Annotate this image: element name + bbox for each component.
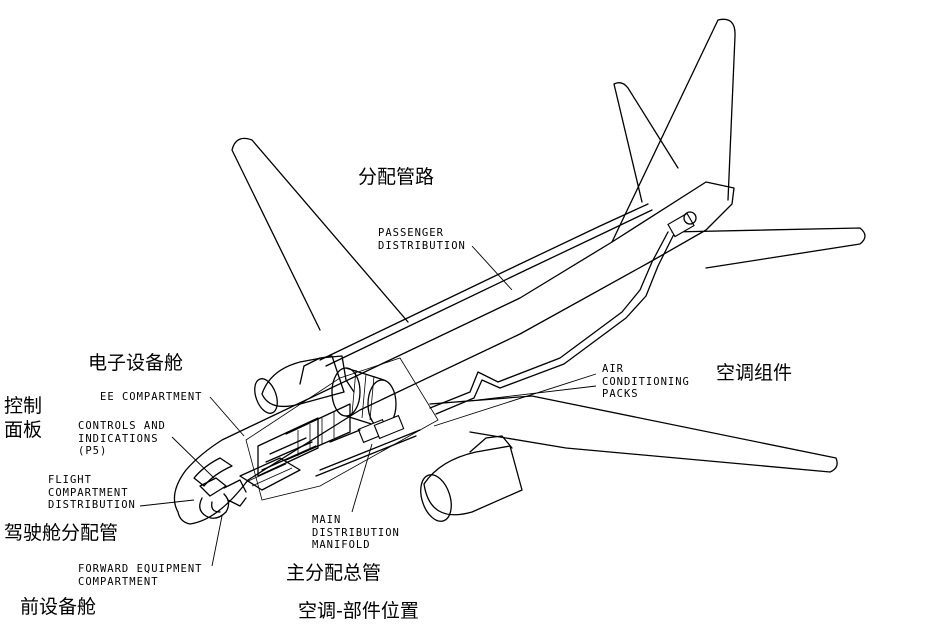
flight-compartment-ducts — [199, 477, 247, 519]
label-zh-ac-packs: 空调组件 — [716, 362, 793, 384]
ee-racks — [239, 403, 351, 491]
near-engine — [420, 435, 523, 522]
main-distribution-manifold — [315, 414, 421, 477]
label-en-passenger-distribution: PASSENGER DISTRIBUTION — [378, 227, 466, 252]
label-zh-main-manifold: 主分配总管 — [286, 562, 382, 584]
pack-supply-duct — [429, 231, 669, 409]
near-wing — [429, 395, 838, 473]
fuselage — [173, 181, 735, 525]
far-engine — [254, 355, 345, 414]
label-en-controls-indications: CONTROLS AND INDICATIONS (P5) — [78, 420, 166, 457]
tail-equipment — [667, 211, 697, 238]
cutaway-opening — [245, 357, 439, 501]
label-zh-control-panel: 控制 面板 — [4, 395, 43, 441]
label-en-flight-compartment: FLIGHT COMPARTMENT DISTRIBUTION — [48, 474, 136, 511]
label-en-forward-equipment: FORWARD EQUIPMENT COMPARTMENT — [78, 563, 203, 588]
near-horizontal-stabilizer — [671, 227, 866, 269]
passenger-distribution-duct — [319, 203, 649, 361]
label-zh-ee-bay: 电子设备舱 — [88, 352, 184, 374]
far-wing — [231, 137, 409, 331]
label-en-ee-compartment: EE COMPARTMENT — [100, 391, 203, 403]
label-zh-distribution: 分配管路 — [358, 166, 435, 188]
leader-lines — [139, 245, 597, 567]
label-zh-flight-deck-duct: 驾驶舱分配管 — [4, 522, 119, 544]
label-zh-fwd-equipment: 前设备舱 — [20, 596, 97, 618]
far-horizontal-stabilizer — [613, 82, 679, 203]
label-en-main-distribution: MAIN DISTRIBUTION MANIFOLD — [312, 514, 400, 551]
wing-duct-loop — [299, 355, 355, 393]
figure-caption: 空调-部件位置 — [298, 600, 419, 622]
cockpit-windows — [193, 457, 233, 487]
label-en-air-conditioning-packs: AIR CONDITIONING PACKS — [602, 363, 690, 400]
vertical-stabilizer — [611, 18, 736, 243]
